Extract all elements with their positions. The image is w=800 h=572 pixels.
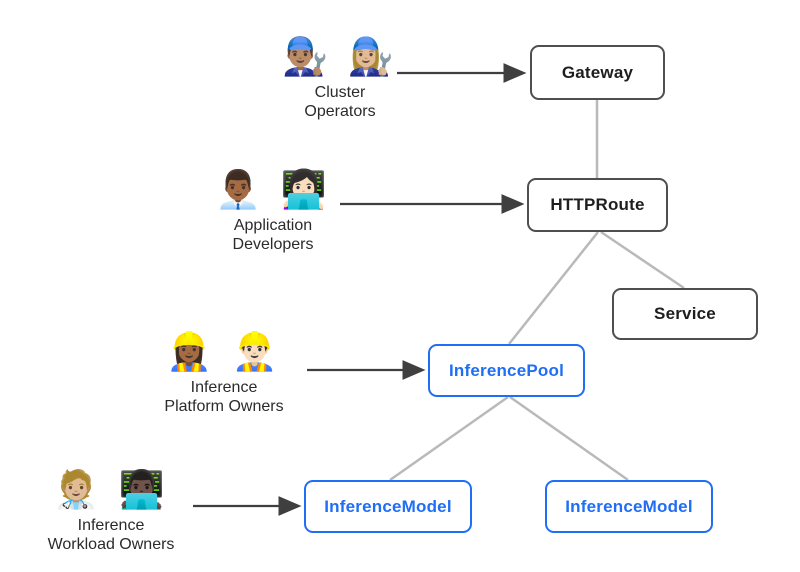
cluster-operators-emoji-icon: 👨🏽‍🔧 👩🏼‍🔧: [282, 35, 398, 78]
caption-line: Workload Owners: [47, 536, 175, 553]
caption-line: Developers: [232, 236, 314, 253]
persona-application-developers: 👨🏾‍💼 👩🏻‍💻 Application Developers: [215, 166, 331, 254]
node-service: Service: [612, 288, 758, 340]
persona-inference-workload-owners: 🧑🏼‍⚕️ 👨🏿‍💻 Inference Workload Owners: [48, 466, 175, 554]
node-gateway: Gateway: [530, 45, 665, 100]
inference-workload-owners-emoji-icon: 🧑🏼‍⚕️ 👨🏿‍💻: [53, 468, 169, 511]
persona-caption: Inference Workload Owners: [48, 516, 175, 554]
persona-caption: Inference Platform Owners: [164, 378, 283, 416]
application-developers-emoji-icon: 👨🏾‍💼 👩🏻‍💻: [215, 168, 331, 211]
caption-line: Inference: [77, 517, 145, 534]
caption-line: Cluster: [314, 84, 366, 101]
persona-inference-platform-owners: 👷🏾‍♀️ 👷🏻‍♂️ Inference Platform Owners: [164, 328, 283, 416]
caption-line: Inference: [190, 379, 258, 396]
caption-line: Operators: [304, 103, 376, 120]
inference-platform-owners-emoji-icon: 👷🏾‍♀️ 👷🏻‍♂️: [166, 330, 282, 373]
node-inferencemodel-right: InferenceModel: [545, 480, 713, 533]
persona-caption: Cluster Operators: [304, 83, 375, 121]
node-inferencemodel-left: InferenceModel: [304, 480, 472, 533]
node-httproute: HTTPRoute: [527, 178, 668, 232]
connector-httproute-service: [600, 230, 685, 290]
caption-line: Platform Owners: [164, 398, 284, 415]
node-inferencepool: InferencePool: [428, 344, 585, 397]
connector-inferencepool-inferencemodel-right: [509, 395, 629, 482]
caption-line: Application: [233, 217, 313, 234]
connector-httproute-inferencepool: [508, 231, 599, 345]
persona-cluster-operators: 👨🏽‍🔧 👩🏼‍🔧 Cluster Operators: [282, 33, 398, 121]
persona-caption: Application Developers: [233, 216, 314, 254]
connector-inferencepool-inferencemodel-left: [389, 395, 509, 482]
